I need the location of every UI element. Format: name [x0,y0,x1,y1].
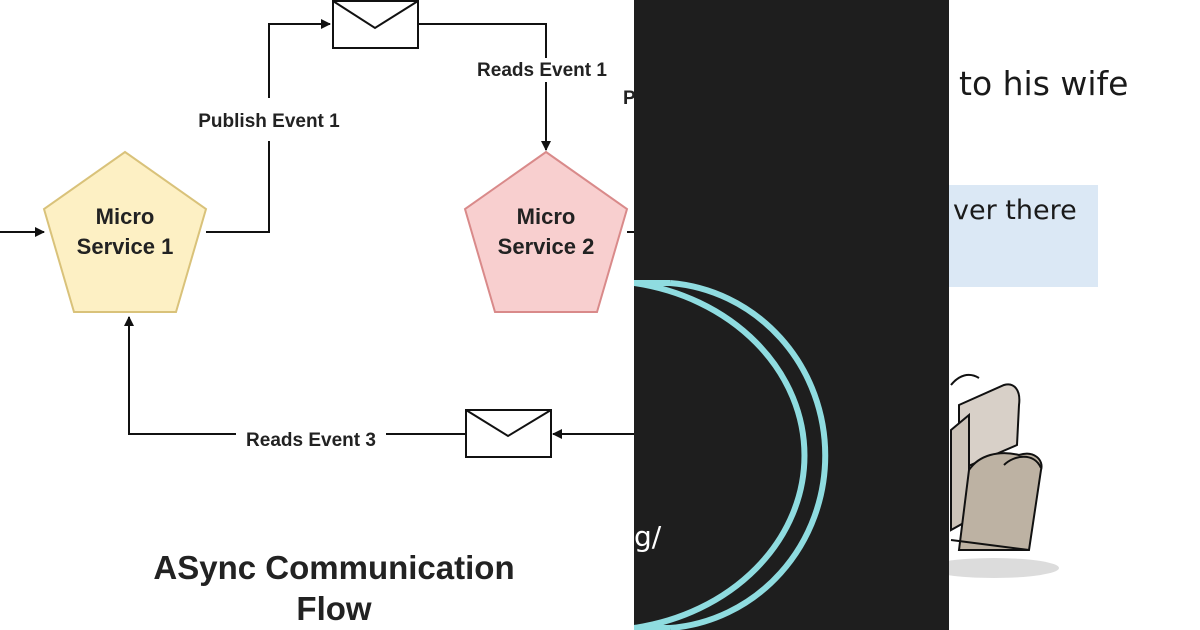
dark-panel: g/ [634,0,949,630]
reads-event-3-arrow-left [124,316,236,435]
micro-service-2-label-line1: Micro [517,204,576,229]
envelope-icon [332,0,419,49]
ring-arc [634,280,829,630]
micro-service-2-shape [463,150,629,313]
diagram-title-line2: Flow [296,590,371,627]
micro-service-2-label-line2: Service 2 [498,234,595,259]
micro-service-1-shape [42,150,208,313]
micro-service-2-node: Micro Service 2 [463,150,629,313]
cut-off-edge-label: P [623,88,634,109]
envelope-icon [465,409,552,458]
reads-event-3-label: Reads Event 3 [246,430,376,451]
speech-box [949,185,1098,287]
speech-text: ver there [953,195,1077,226]
micro-service-1-label-line2: Service 1 [77,234,174,259]
micro-service-1-node: Micro Service 1 [42,150,208,313]
publish-event-1-label: Publish Event 1 [198,111,340,132]
reads-event-1-arrow [418,23,547,58]
comic-panel: to his wife ver there [949,0,1200,630]
publish-event-1-arrow-upper [268,19,331,98]
dark-panel-text-fragment: g/ [634,520,662,553]
micro-service-1-label-line1: Micro [96,204,155,229]
comic-caption: to his wife [959,64,1129,103]
publish-event-1-arrow [206,141,270,233]
reads-event-1-label: Reads Event 1 [477,60,607,81]
async-flow-diagram: Micro Service 1 Publish Event 1 Reads Ev… [0,0,634,627]
armchair-icon [949,373,1059,578]
diagram-title-line1: ASync Communication [153,549,514,586]
